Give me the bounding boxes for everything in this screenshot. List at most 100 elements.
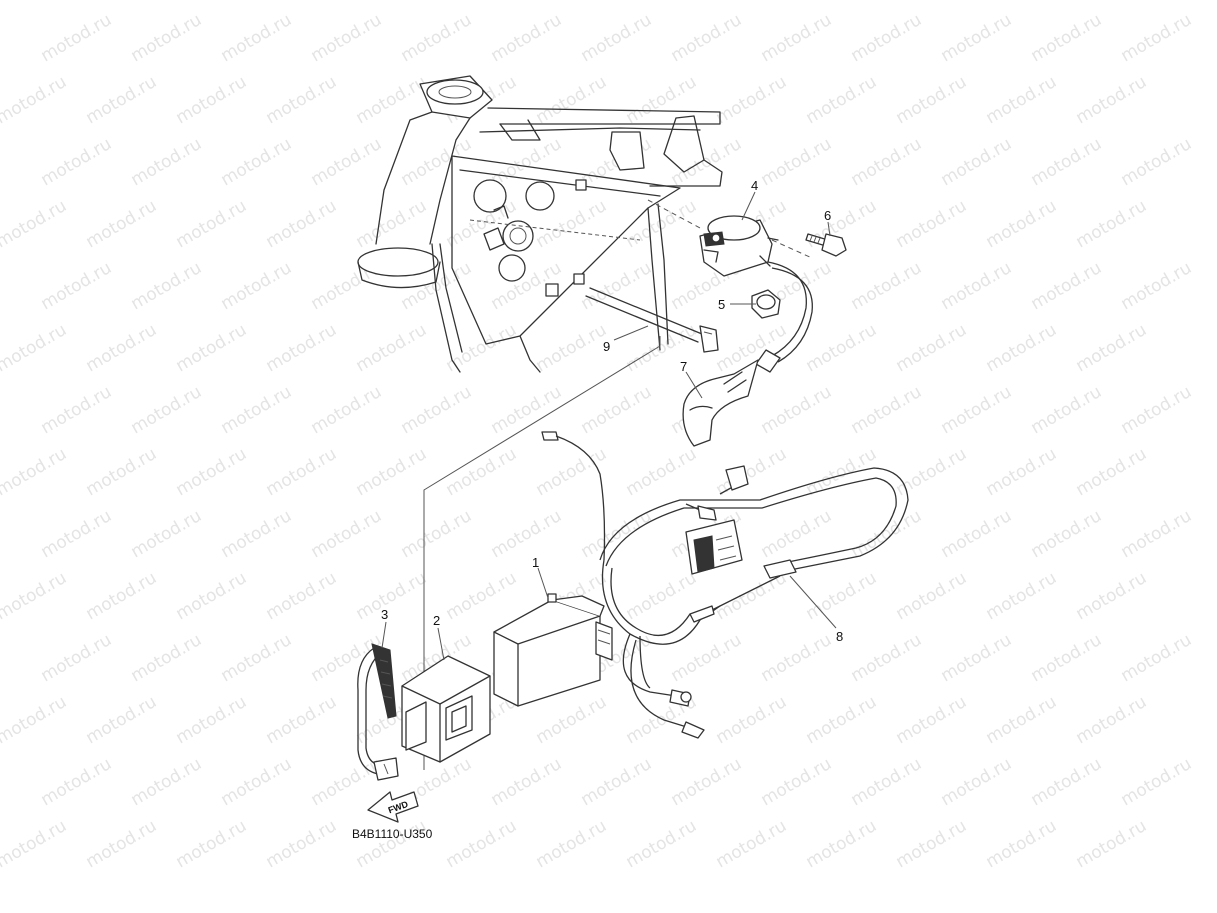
watermark-text: motod.ru [263, 196, 341, 252]
watermark-text: motod.ru [713, 692, 791, 748]
watermark-text: motod.ru [353, 72, 431, 128]
watermark-text: motod.ru [803, 320, 881, 376]
watermark-text: motod.ru [623, 72, 701, 128]
watermark-text: motod.ru [38, 10, 116, 66]
watermark-text: motod.ru [983, 320, 1061, 376]
watermark-text: motod.ru [83, 196, 161, 252]
watermark-text: motod.ru [758, 10, 836, 66]
watermark-text: motod.ru [533, 816, 611, 872]
callout-6: 6 [824, 208, 831, 223]
watermark-text: motod.ru [1028, 10, 1106, 66]
watermark-text: motod.ru [263, 320, 341, 376]
watermark-text: motod.ru [263, 692, 341, 748]
watermark-text: motod.ru [983, 444, 1061, 500]
watermark-text: motod.ru [1118, 134, 1196, 190]
watermark-text: motod.ru [938, 258, 1016, 314]
watermark-text: motod.ru [1118, 10, 1196, 66]
watermark-text: motod.ru [0, 320, 70, 376]
watermark-text: motod.ru [128, 382, 206, 438]
callout-7: 7 [680, 359, 687, 374]
watermark-text: motod.ru [83, 72, 161, 128]
watermark-text: motod.ru [848, 134, 926, 190]
watermark-text: motod.ru [353, 444, 431, 500]
watermark-text: motod.ru [533, 444, 611, 500]
callout-2: 2 [433, 613, 440, 628]
watermark-text: motod.ru [83, 816, 161, 872]
watermark-text: motod.ru [308, 10, 386, 66]
bolt [805, 233, 847, 257]
watermark-text: motod.ru [1028, 134, 1106, 190]
watermark-text: motod.ru [308, 134, 386, 190]
watermark-text: motod.ru [1073, 692, 1151, 748]
watermark-text: motod.ru [128, 754, 206, 810]
watermark-text: motod.ru [1073, 444, 1151, 500]
watermark-text: motod.ru [848, 10, 926, 66]
watermark-text: motod.ru [893, 568, 971, 624]
watermark-text: motod.ru [668, 10, 746, 66]
watermark-text: motod.ru [1073, 816, 1151, 872]
watermark-text: motod.ru [83, 320, 161, 376]
watermark-text: motod.ru [983, 72, 1061, 128]
watermark-text: motod.ru [353, 196, 431, 252]
watermark-text: motod.ru [0, 444, 70, 500]
watermark-text: motod.ru [0, 816, 70, 872]
watermark-text: motod.ru [1028, 754, 1106, 810]
watermark-text: motod.ru [533, 72, 611, 128]
watermark-text: motod.ru [848, 506, 926, 562]
watermark-text: motod.ru [938, 382, 1016, 438]
watermark-text: motod.ru [38, 506, 116, 562]
watermark-text: motod.ru [128, 630, 206, 686]
leader-lines [381, 191, 837, 661]
callout-8: 8 [836, 629, 843, 644]
callout-4: 4 [751, 178, 758, 193]
watermark-text: motod.ru [893, 444, 971, 500]
watermark-text: motod.ru [488, 506, 566, 562]
watermark-text: motod.ru [758, 382, 836, 438]
watermark-text: motod.ru [218, 506, 296, 562]
watermark-text: motod.ru [263, 72, 341, 128]
watermark-text: motod.ru [938, 630, 1016, 686]
watermark-text: motod.ru [488, 754, 566, 810]
watermark-text: motod.ru [0, 196, 70, 252]
watermark-text: motod.ru [38, 754, 116, 810]
watermark-text: motod.ru [848, 630, 926, 686]
watermark-text: motod.ru [263, 816, 341, 872]
watermark-text: motod.ru [218, 10, 296, 66]
watermark-text: motod.ru [128, 258, 206, 314]
watermark-text: motod.ru [803, 692, 881, 748]
watermark-text: motod.ru [578, 754, 656, 810]
callout-3: 3 [381, 607, 388, 622]
rectifier-bracket [401, 655, 491, 763]
watermark-text: motod.ru [848, 754, 926, 810]
watermark-text: motod.ru [443, 320, 521, 376]
watermark-text: motod.ru [893, 692, 971, 748]
watermark-text: motod.ru [668, 630, 746, 686]
watermark-text: motod.ru [893, 320, 971, 376]
watermark-text: motod.ru [983, 692, 1061, 748]
watermark-text: motod.ru [398, 134, 476, 190]
watermark-text: motod.ru [263, 444, 341, 500]
watermark-text: motod.ru [713, 816, 791, 872]
callouts: 1 2 3 4 5 6 7 8 9 [381, 178, 843, 644]
watermark-text: motod.ru [758, 134, 836, 190]
watermark-text: motod.ru [623, 444, 701, 500]
band-strap [585, 287, 719, 353]
watermark-text: motod.ru [938, 754, 1016, 810]
watermark-text: motod.ru [533, 692, 611, 748]
callout-5: 5 [718, 297, 725, 312]
watermark-text: motod.ru [578, 10, 656, 66]
watermark-text: motod.ru [0, 692, 70, 748]
watermark-text: motod.ru [848, 382, 926, 438]
watermark-text: motod.ru [488, 10, 566, 66]
watermark-text: motod.ru [1028, 258, 1106, 314]
watermark-text: motod.ru [173, 692, 251, 748]
spark-plug-cap [682, 261, 813, 447]
watermark-text: motod.ru [1028, 382, 1106, 438]
callout-1: 1 [532, 555, 539, 570]
watermark-text: motod.ru [308, 506, 386, 562]
watermark-text: motod.ru [1118, 258, 1196, 314]
watermark-text: motod.ru [353, 816, 431, 872]
frame-illustration [357, 75, 723, 373]
